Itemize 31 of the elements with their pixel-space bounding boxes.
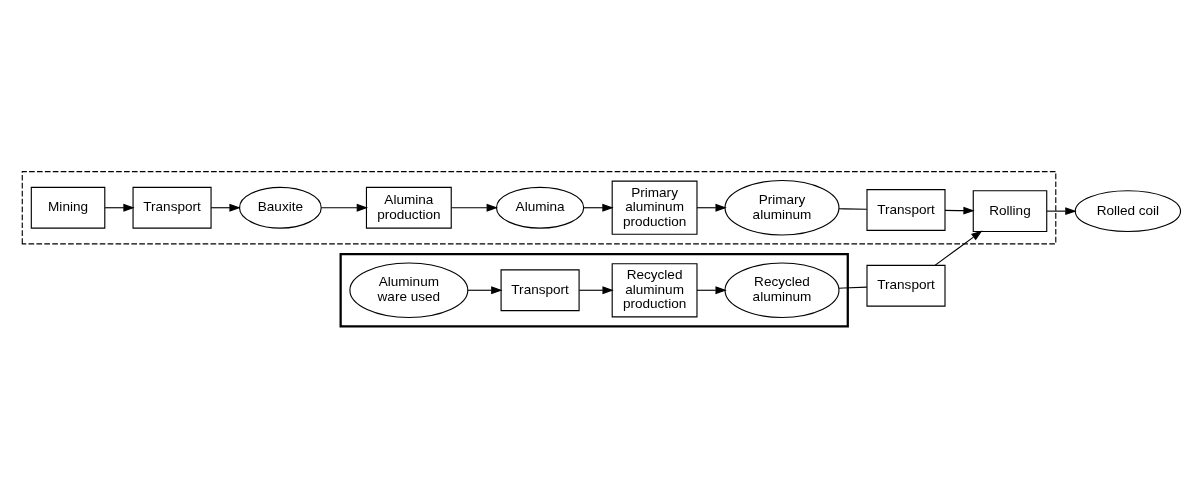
node-box: Recycled aluminum production [611, 263, 698, 318]
arrow [696, 286, 727, 295]
arrow [450, 203, 498, 212]
node-ellipse: Aluminum ware used [349, 262, 469, 319]
arrow [104, 203, 135, 212]
arrow [944, 206, 975, 215]
arrow [934, 230, 983, 266]
arrow [578, 286, 614, 295]
node-ellipse: Bauxite [238, 186, 322, 229]
node-box: Mining [30, 186, 106, 229]
arrow [696, 203, 727, 212]
node-box: Transport [500, 269, 580, 312]
connector [838, 208, 868, 210]
node-box: Transport [866, 264, 946, 307]
node-ellipse: Recycled aluminum [724, 262, 840, 319]
node-ellipse: Primary aluminum [724, 179, 840, 236]
arrow [1046, 207, 1077, 216]
node-ellipse: Alumina [495, 186, 585, 229]
node-box: Transport [132, 186, 212, 229]
arrow [583, 203, 614, 212]
cluster [339, 252, 849, 328]
arrow [467, 286, 503, 295]
node-box: Primary aluminum production [611, 180, 698, 235]
cluster [21, 171, 1057, 245]
node-box: Transport [866, 189, 946, 231]
arrow [320, 203, 368, 212]
arrow [210, 203, 241, 212]
node-box: Rolling [972, 190, 1048, 233]
connector [838, 286, 868, 289]
node-box: Alumina production [365, 186, 452, 229]
node-ellipse: Rolled coil [1074, 190, 1182, 233]
